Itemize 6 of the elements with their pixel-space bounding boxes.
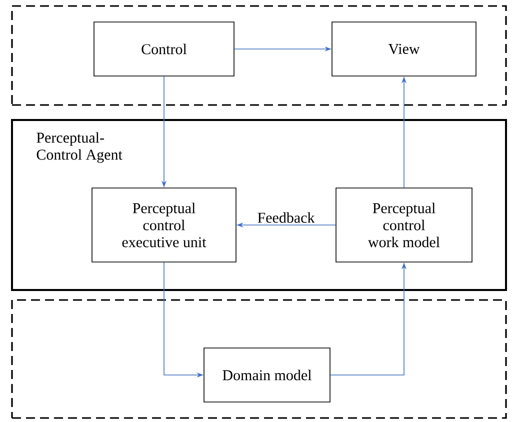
edge-label: Feedback xyxy=(258,212,315,223)
process-box: Control xyxy=(94,22,234,76)
process-box: View xyxy=(332,22,476,76)
process-box: Perceptual control work model xyxy=(336,188,472,262)
process-box: Perceptual control executive unit xyxy=(92,188,236,262)
process-box: Domain model xyxy=(204,348,330,402)
